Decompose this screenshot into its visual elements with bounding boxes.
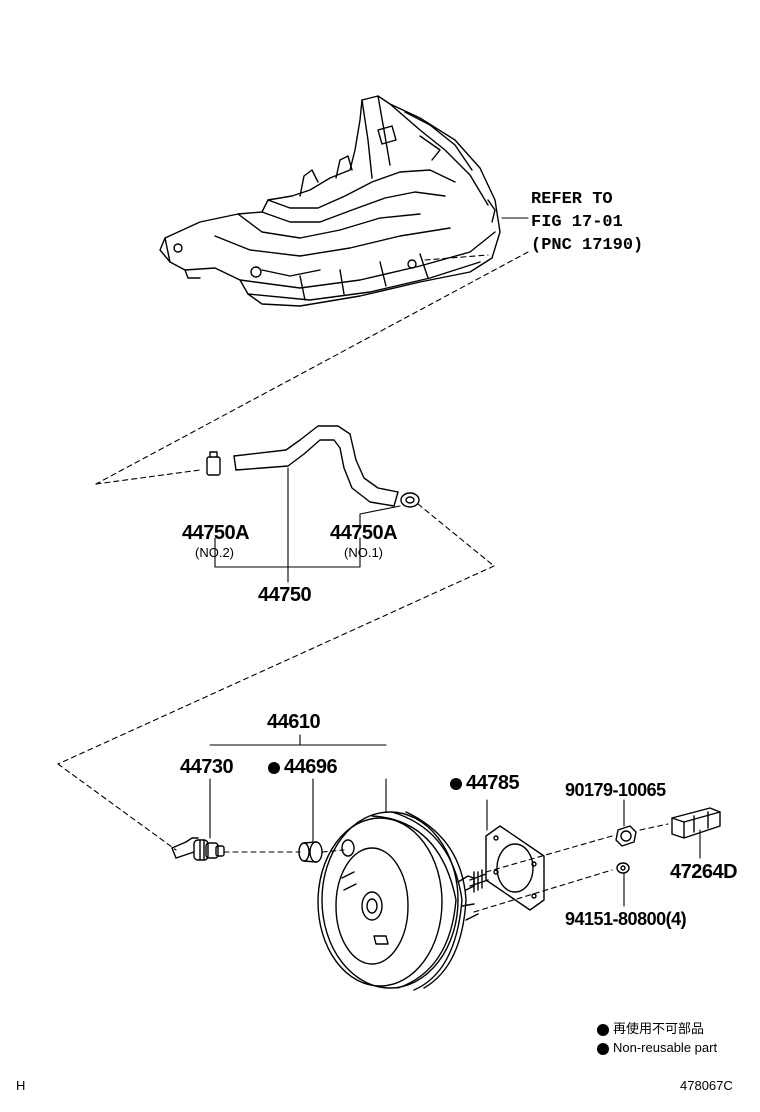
part-number-44785: 44785 [466,772,520,794]
part-label-44750a-no2: 44750A [182,522,250,544]
gasket-drawing [485,825,545,911]
vacuum-hose-drawing [206,425,420,508]
part-label-44785: 44785 [450,772,520,795]
footer-left-code: H [16,1078,26,1093]
washer-drawing [616,862,630,874]
grommet-drawing [298,841,323,863]
part-label-90179-10065: 90179-10065 [565,780,666,800]
legend-dot-icon [597,1023,609,1036]
legend-en: Non-reusable part [597,1040,717,1055]
check-valve-drawing [171,837,225,861]
leader-lines [209,217,701,907]
part-label-44730: 44730 [180,756,234,778]
legend-jp: 再使用不可部品 [597,1018,704,1037]
part-label-94151-80800: 94151-80800(4) [565,909,687,929]
part-number-44696: 44696 [284,756,338,778]
reference-note: REFER TO FIG 17-01 (PNC 17190) [531,188,643,257]
nut-drawing [615,825,637,847]
reference-line-3: (PNC 17190) [531,236,644,255]
part-sublabel-no1: (NO.1) [344,545,383,560]
non-reusable-dot-icon [450,777,462,790]
part-sublabel-no2: (NO.2) [195,545,234,560]
legend-en-text: Non-reusable part [613,1040,718,1055]
part-label-44696: 44696 [268,756,338,779]
part-label-44750a-no1: 44750A [330,522,398,544]
part-label-44750: 44750 [258,584,312,606]
non-reusable-dot-icon [268,761,280,774]
part-label-44610: 44610 [267,711,321,733]
intake-manifold-drawing [159,95,501,307]
diagram-id: 478067C [680,1078,733,1093]
legend-dot-icon [597,1042,609,1055]
brake-booster-drawing [317,811,489,991]
reference-line-2: FIG 17-01 [531,213,623,232]
dashed-connection-lines [57,251,669,913]
part-label-47264d: 47264D [670,861,738,883]
legend-jp-text: 再使用不可部品 [613,1021,705,1036]
clevis-drawing [671,807,721,839]
reference-line-1: REFER TO [531,190,613,209]
